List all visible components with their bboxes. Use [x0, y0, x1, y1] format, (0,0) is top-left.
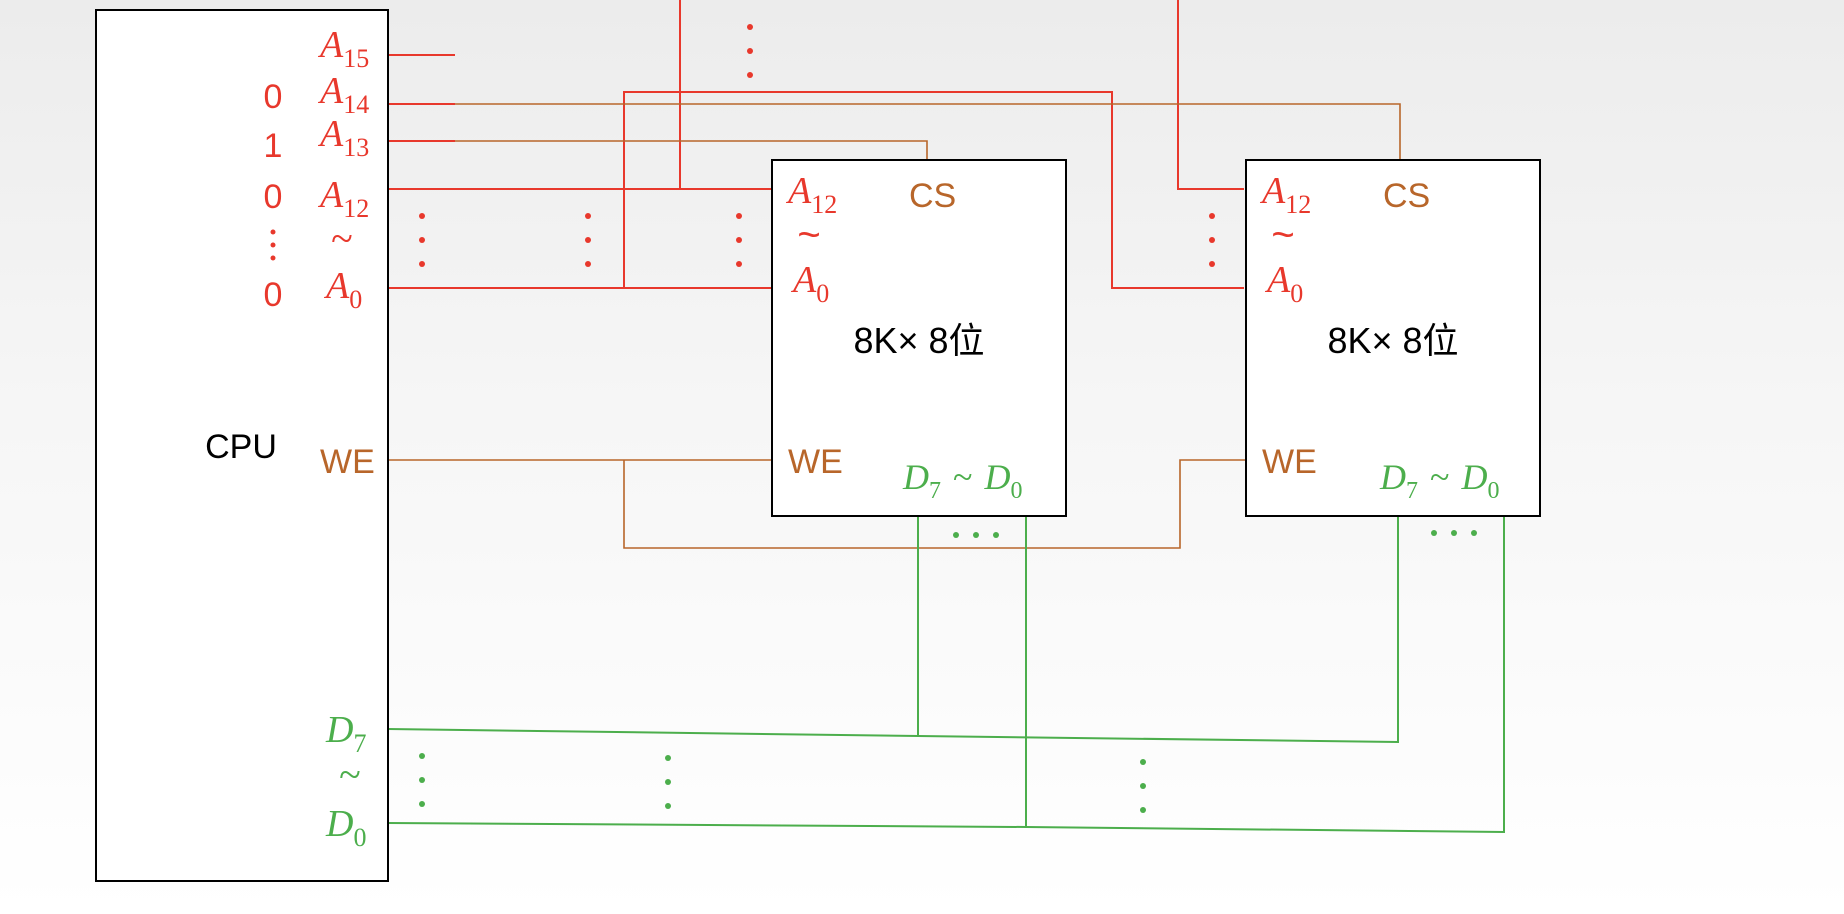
a12-chip2-feed-wire: [1177, 0, 1244, 190]
address-values-ellipsis: [270, 229, 276, 261]
data-ellipsis-dots: [419, 530, 1477, 813]
memory-chip-2: A12 ~ A0 CS 8K× 8位 WE D7~D0: [1245, 159, 1541, 517]
chip-2-body: [1245, 159, 1541, 517]
a13-to-chip1-cs-wire: [388, 140, 928, 160]
chip-2-cs-label: CS: [1383, 177, 1430, 215]
chip-1-capacity: 8K× 8位: [853, 320, 984, 361]
chip-1-a12-label: A12: [785, 170, 837, 219]
memory-chip-1: A12 ~ A0 CS 8K× 8位 WE D7~D0: [771, 159, 1067, 517]
address-ellipsis-dots: [419, 24, 1215, 267]
chip-2-we-label: WE: [1262, 443, 1317, 481]
cpu-data-labels: D7 ~ D0: [325, 709, 366, 852]
d7-wire: [387, 516, 1399, 744]
cpu-label: CPU: [205, 428, 277, 466]
a15-label: A15: [317, 24, 369, 73]
a0-bridge-wire: [623, 91, 1244, 289]
a14-label: A14: [317, 70, 369, 119]
chip-2-data-label: D7~D0: [1379, 457, 1499, 504]
chip-1-we-label: WE: [788, 443, 843, 481]
a12-label: A12: [317, 174, 369, 223]
a0-value: 0: [264, 276, 283, 314]
d0-label: D0: [325, 803, 366, 852]
cpu-address-labels: A15 A14 A13 A12 ~ A0: [317, 24, 369, 314]
a14-to-chip2-cs-wire: [388, 103, 1401, 160]
a12-value: 0: [264, 178, 283, 216]
chip-1-a0-label: A0: [790, 259, 829, 308]
chip-2-a0-label: A0: [1264, 259, 1303, 308]
we-chip2-wire: [623, 459, 1246, 549]
chip-1-cs-label: CS: [909, 177, 956, 215]
address-values: 0 1 0 0: [264, 78, 283, 314]
a13-label: A13: [317, 113, 369, 162]
chip-2-a12-label: A12: [1259, 170, 1311, 219]
address-range-tilde: ~: [331, 216, 353, 261]
d7-label: D7: [325, 709, 366, 758]
a0-label: A0: [323, 265, 362, 314]
chip-1-data-label: D7~D0: [902, 457, 1022, 504]
a13-value: 1: [264, 127, 283, 165]
data-bus-wires: [387, 516, 1505, 834]
d0-wire: [387, 516, 1505, 834]
chip-1-body: [771, 159, 1067, 517]
address-bus-wires: [388, 0, 1244, 289]
cpu-we-label: WE: [320, 443, 375, 481]
chip-2-capacity: 8K× 8位: [1327, 320, 1458, 361]
cpu-pin-stubs: [388, 103, 455, 142]
data-range-tilde: ~: [339, 752, 361, 797]
control-wires: [388, 103, 1401, 549]
cpu-block: [95, 9, 389, 882]
chip-1-addr-tilde: ~: [797, 213, 820, 257]
a14-value: 0: [264, 78, 283, 116]
chip-2-addr-tilde: ~: [1271, 213, 1294, 257]
